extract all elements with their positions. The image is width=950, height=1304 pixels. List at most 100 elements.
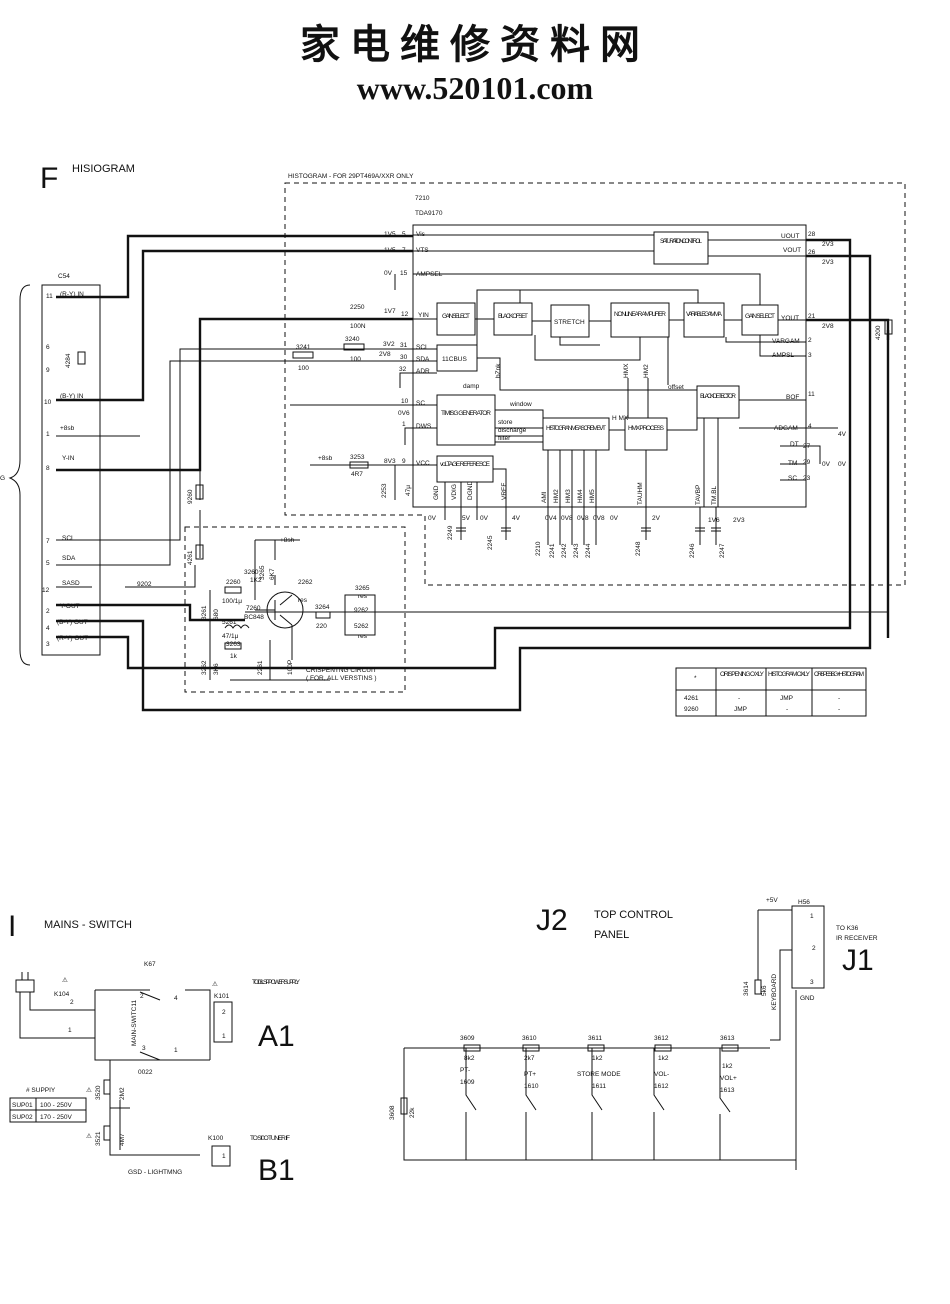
table-cell: JMP (780, 695, 793, 702)
part-ref: 2242 (561, 543, 568, 558)
pin-num: 2 (140, 993, 144, 1000)
pin-num: 29 (803, 459, 811, 466)
pin-volt: 0V4 (545, 515, 557, 522)
part-ref: 3263 (226, 641, 241, 648)
pin-volt: 0V8 (561, 515, 573, 522)
part-val: 1k (230, 653, 238, 660)
voltage-reference-block (436, 455, 494, 483)
part-ref: 5262 (354, 623, 369, 630)
pin-num: 26 (808, 249, 816, 256)
connector-brace (8, 284, 31, 666)
pin-num: 1 (222, 1033, 226, 1040)
conn-pin-num: 6 (46, 344, 50, 351)
pin-num: 1 (68, 1027, 72, 1034)
gsd-label: GSD - LIGHTMNG (128, 1169, 182, 1176)
pin-volt: 0V (838, 461, 847, 468)
pin-num: 11 (808, 391, 815, 398)
pin-name: TAUHM (637, 482, 644, 505)
supply-cell: SUP01 (12, 1102, 33, 1109)
pin-volt: 0V (822, 461, 831, 468)
part-ref: 3608 (389, 1105, 396, 1120)
ic-tda9170 (412, 224, 807, 508)
part-val: 1k2 (722, 1063, 733, 1070)
pin-name: DGND (467, 481, 474, 500)
pin-volt: 2V (652, 515, 661, 522)
part-val: 100 (298, 365, 309, 372)
gain-select-block-1 (436, 302, 476, 336)
part-ref: 3609 (460, 1035, 475, 1042)
conn-pin-label: +8sb (60, 425, 75, 432)
part-ref: K101 (214, 993, 230, 1000)
crispening-circuit: +8sh 2260 100/1μ 3260 1K2 3265 6K7 2262 … (201, 537, 377, 682)
ic-bottom-labels: 0V 2249 5V 0V 2245 4V 2210 0V4 2241 0V8 … (428, 515, 745, 558)
mains-switch-circuit: ⚠ K104 2 1 K67 2 4 3 1 MAIN-SWITC11 ⚠ K1… (9, 961, 301, 1187)
conn-pin-label: (R-Y) OUT (57, 635, 88, 642)
pin-num: 31 (400, 342, 408, 349)
part-val: 22k (409, 1107, 416, 1118)
signal-label: filter (498, 435, 511, 442)
part-ref: 3240 (345, 336, 360, 343)
pin-name: SC (416, 400, 425, 407)
connector-ref: C54 (58, 273, 70, 280)
site-title: 家电维修资料网 (300, 21, 650, 68)
signal-label: bZnk (495, 363, 502, 378)
part-val: BC848 (244, 614, 264, 621)
conn-pin-num: 1 (46, 431, 50, 438)
saturation-control-block (653, 231, 709, 265)
svg-text:⚠: ⚠ (62, 976, 68, 984)
table-cell: JMP (734, 706, 747, 713)
pin-volt: 0V8 (593, 515, 605, 522)
part-ref: 2262 (298, 579, 313, 586)
part-val: 100P (287, 660, 294, 675)
pin-name: HM4 (577, 489, 584, 503)
pin-num: 4 (808, 423, 812, 430)
connector-h56 (791, 905, 825, 989)
gnd-label: GND (800, 995, 815, 1002)
gain-select-block-2 (741, 304, 779, 336)
pin-volt: 0V8 (577, 515, 589, 522)
destination-a1: TOI.03 LSP POWERSUPPLY (252, 979, 301, 986)
part-ref: 3610 (522, 1035, 537, 1042)
pin-name: VDIG (451, 484, 458, 500)
histogram-only-label: HISTOGRAM - FOR 29PT469A/XXR ONLY (288, 173, 414, 180)
keyboard-label: KEYBOARD (771, 974, 778, 1010)
pin-name: SC (788, 475, 797, 482)
switch-ref: 1613 (720, 1087, 735, 1094)
table-header: ORISPENING O XLY (720, 671, 765, 678)
pin-num: 21 (808, 313, 816, 320)
conn-pin-num: 11 (46, 293, 53, 300)
switch-name: VOL+ (720, 1075, 737, 1082)
pin-volt: 4V (512, 515, 521, 522)
pin-num: 1 (810, 913, 814, 920)
crispening-boundary (184, 526, 406, 693)
part-ref: 2246 (689, 543, 696, 558)
part-val: res (298, 597, 308, 604)
pin-volt: 0V (480, 515, 489, 522)
pin-num: 2 (812, 945, 816, 952)
pin-num: 10 (401, 398, 409, 405)
part-ref: 7260 (246, 605, 261, 612)
part-ref: K104 (54, 991, 70, 998)
part-ref: 3262 (201, 660, 208, 675)
conn-pin-num: 7 (46, 538, 50, 545)
pin-num: 2 (808, 337, 812, 344)
part-ref: K100 (208, 1135, 224, 1142)
pin-name: ADR (416, 368, 430, 375)
section-i-letter: I (8, 910, 16, 943)
section-j2-title: TOP CONTROL (594, 909, 673, 921)
pin-volt: 3V2 (383, 341, 395, 348)
block-label: TIMISG GENERATOR (441, 410, 491, 417)
block-label: NONLINEAR AMPLIFIER (614, 311, 666, 318)
pin-volt: 1V7 (384, 308, 396, 315)
part-val: 680 (213, 609, 220, 620)
part-ref: 3265 (259, 565, 266, 580)
ic-internal-wiring (413, 234, 806, 507)
section-j2-title-2: PANEL (594, 929, 629, 941)
part-val: 1k2 (658, 1055, 669, 1062)
part-val: 100/1μ (222, 598, 242, 605)
destination: TO K36 (836, 925, 859, 932)
part-ref: 2210 (535, 541, 542, 556)
table-header: HISTOGRAM OXLY (768, 671, 811, 678)
pin-name: GND (433, 485, 440, 500)
